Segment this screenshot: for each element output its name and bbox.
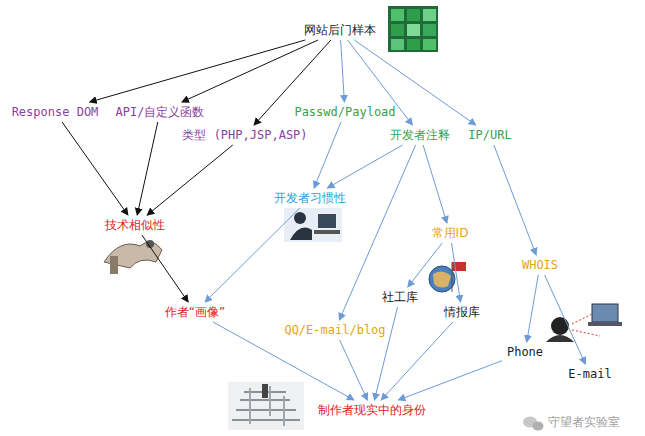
node-text: 制作者现实中的身份	[318, 403, 426, 417]
arrow-connector	[205, 208, 300, 302]
arrow-connector	[527, 275, 539, 342]
source-label: E-mail	[565, 366, 614, 382]
feature-label: Response DOM	[9, 104, 102, 120]
inference-label: 开发者习惯性	[271, 190, 349, 206]
maze-image	[228, 382, 304, 430]
arrow-connector	[452, 243, 461, 302]
node-text: 类型 (PHP,JSP,ASP)	[182, 128, 307, 142]
arrow-connector	[314, 122, 341, 188]
hands-figure	[104, 240, 162, 274]
clue-label: WHOIS	[519, 257, 561, 273]
arrow-connector	[398, 361, 502, 400]
node-text: API/自定义函数	[116, 105, 205, 119]
inference-label: 技术相似性	[102, 217, 168, 233]
watermark: 守望者实验室	[548, 414, 620, 431]
arrow-connector	[182, 40, 318, 102]
arrow-connector	[62, 122, 128, 215]
source-label: 社工库	[379, 289, 421, 305]
arrow-connector	[494, 145, 536, 255]
cube-icon	[388, 6, 438, 52]
node-text: E-mail	[568, 367, 611, 381]
arrow-connector	[340, 340, 368, 400]
feature-label: API/自定义函数	[113, 104, 208, 120]
node-text: Phone	[507, 345, 543, 359]
node-text: IP/URL	[468, 128, 511, 142]
clue-label: QQ/E-mail/blog	[281, 322, 388, 338]
hacker-figure	[546, 304, 622, 342]
node-text: 技术相似性	[105, 218, 165, 232]
arrow-connector	[142, 235, 188, 302]
arrow-connector	[381, 322, 453, 400]
arrow-connector	[327, 145, 402, 188]
feature-label: 开发者注释	[387, 127, 453, 143]
node-text: WHOIS	[522, 258, 558, 272]
node-text: QQ/E-mail/blog	[284, 323, 385, 337]
arrow-connector	[545, 275, 586, 364]
feature-label: IP/URL	[465, 127, 514, 143]
node-text: Response DOM	[12, 105, 99, 119]
arrow-connector	[90, 40, 305, 102]
root-label: 网站后门样本	[301, 22, 379, 38]
identity-label: 制作者现实中的身份	[315, 402, 429, 418]
clue-label: 常用ID	[429, 225, 472, 241]
globe-flag-icon	[429, 262, 466, 292]
node-text: 作者“画像”	[165, 305, 225, 319]
node-text: 常用ID	[432, 226, 469, 240]
arrow-connector	[137, 122, 158, 215]
node-text: 网站后门样本	[304, 23, 376, 37]
feature-label: Passwd/Payload	[291, 104, 398, 120]
arrow-connector	[147, 145, 233, 215]
node-text: 开发者注释	[390, 128, 450, 142]
arrow-connector	[341, 40, 345, 102]
node-text: 开发者习惯性	[274, 191, 346, 205]
arrow-connector	[408, 243, 442, 287]
computer-user-figure	[284, 208, 342, 242]
arrow-connector	[423, 145, 447, 223]
node-text: Passwd/Payload	[294, 105, 395, 119]
feature-label: 类型 (PHP,JSP,ASP)	[179, 127, 310, 143]
wechat-logo	[523, 417, 544, 431]
node-text: 社工库	[382, 290, 418, 304]
node-text: 情报库	[444, 305, 480, 319]
profile-label: 作者“画像”	[162, 304, 228, 320]
source-label: Phone	[504, 344, 546, 360]
source-label: 情报库	[441, 304, 483, 320]
